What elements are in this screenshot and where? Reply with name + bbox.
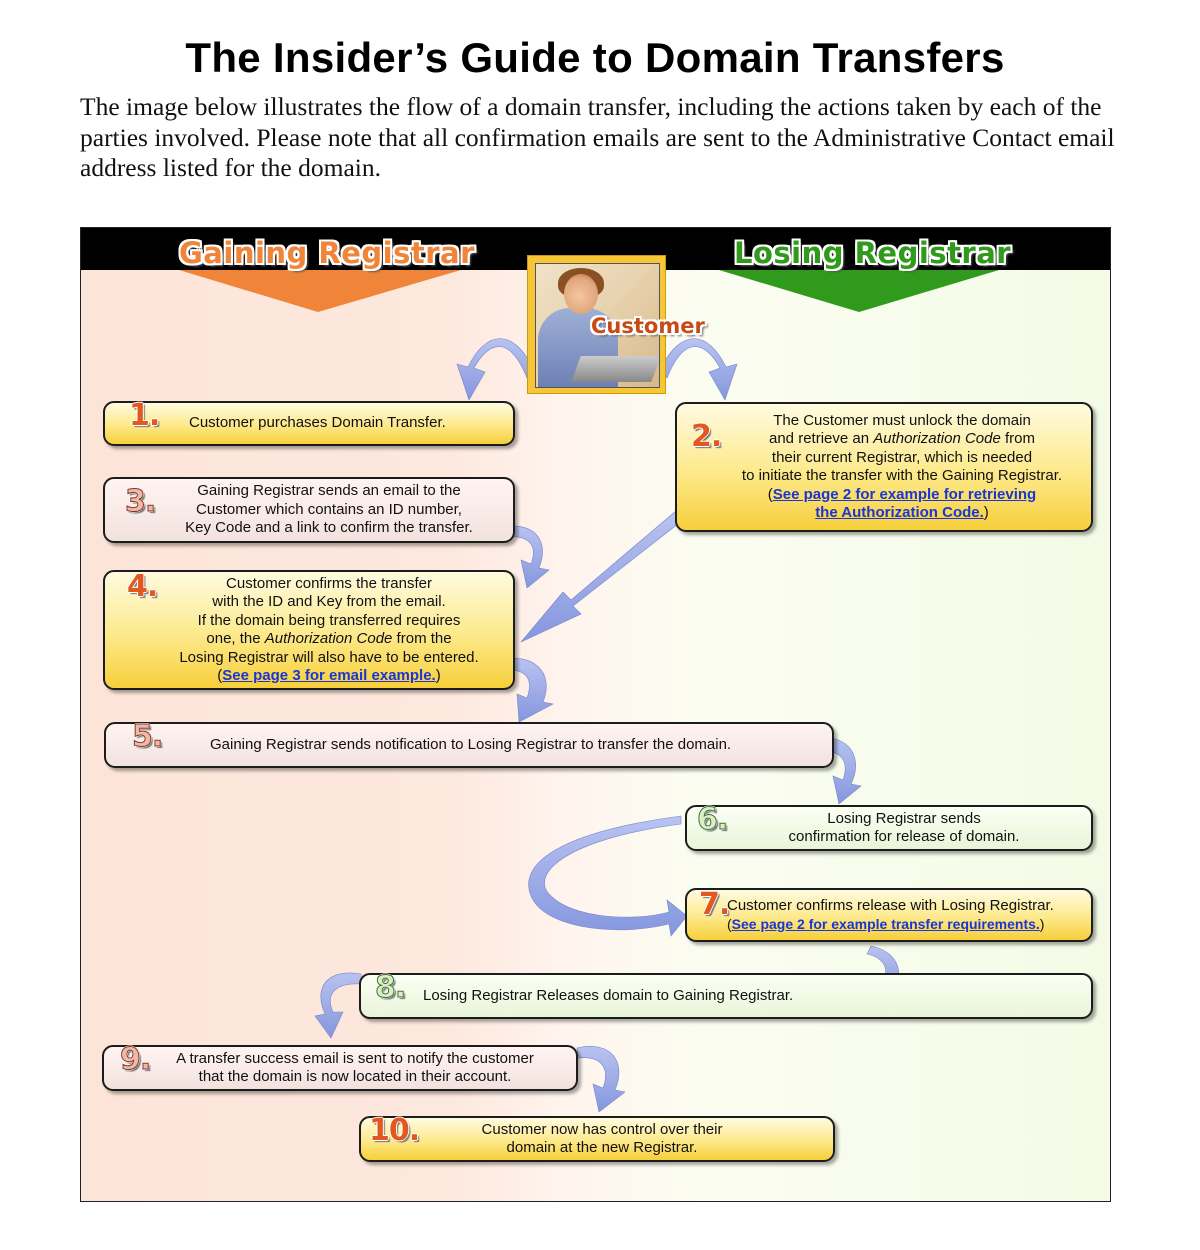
- losing-registrar-heading: Losing Registrar: [734, 236, 1012, 270]
- step-7-box: 7. Customer confirms release with Losing…: [685, 888, 1093, 942]
- retrieve-auth-code-link[interactable]: See page 2 for example for retrieving: [772, 485, 1037, 503]
- step-1-box: 1. Customer purchases Domain Transfer.: [103, 401, 515, 446]
- retrieve-auth-code-link-cont[interactable]: the Authorization Code.: [815, 504, 984, 521]
- step-number: 8.: [374, 970, 406, 1005]
- arrow-step9-to-step10: [576, 1046, 626, 1113]
- step-number: 3.: [124, 484, 156, 519]
- step-text: Losing Registrar Releases domain to Gain…: [423, 986, 794, 1004]
- step-number: 9.: [119, 1042, 151, 1077]
- step-number: 5.: [131, 719, 163, 754]
- step-text: Customer purchases Domain Transfer.: [189, 414, 446, 432]
- arrow-step8-to-step9: [314, 972, 364, 1039]
- email-example-link[interactable]: See page 3 for email example.: [222, 667, 436, 684]
- arrow-layer: [179, 270, 999, 1113]
- step-4-box: 4. Customer confirms the transfer with t…: [103, 570, 515, 690]
- step-text: Customer confirms release with Losing Re…: [727, 896, 1054, 933]
- step-6-box: 6. Losing Registrar sends confirmation f…: [685, 802, 1093, 851]
- transfer-requirements-link[interactable]: See page 2 for example transfer requirem…: [731, 916, 1040, 932]
- step-text: Customer confirms the transfer with the …: [179, 574, 479, 685]
- gaining-registrar-heading: Gaining Registrar: [179, 236, 475, 270]
- step-10-box: 10. Customer now has control over their …: [359, 1116, 835, 1162]
- arrow-step2-to-step4: [520, 509, 684, 643]
- step-text: A transfer success email is sent to noti…: [176, 1049, 534, 1086]
- arrow-step3-to-step4: [498, 525, 550, 589]
- step-3-box: 3. Gaining Registrar sends an email to t…: [103, 477, 515, 543]
- arrow-customer-to-step1: [456, 338, 534, 401]
- step-text: Customer now has control over their doma…: [481, 1120, 723, 1157]
- step-number: 10.: [369, 1113, 420, 1148]
- step-number: 4.: [127, 569, 158, 604]
- step-number: 7.: [699, 887, 730, 922]
- step-2-box: 2. The Customer must unlock the domain a…: [675, 402, 1093, 532]
- step-text: Gaining Registrar sends an email to the …: [185, 482, 473, 537]
- step-text: The Customer must unlock the domain and …: [741, 411, 1063, 522]
- step-number: 2.: [691, 419, 722, 454]
- customer-photo: [535, 263, 660, 388]
- step-number: 6.: [696, 802, 728, 837]
- arrow-customer-to-step2: [660, 338, 738, 401]
- step-8-box: 8. Losing Registrar Releases domain to G…: [359, 970, 1093, 1019]
- customer-label: Customer: [591, 314, 705, 338]
- customer-photo-frame: [527, 255, 666, 394]
- arrow-step6-to-step7: [528, 815, 688, 937]
- arrow-step4-to-step5: [498, 658, 554, 723]
- step-number: 1.: [129, 398, 160, 433]
- step-5-box: 5. Gaining Registrar sends notification …: [104, 719, 834, 768]
- transfer-flow-diagram: Gaining Registrar Losing Registrar Custo…: [80, 227, 1111, 1202]
- step-text: Losing Registrar sends confirmation for …: [788, 809, 1020, 846]
- step-text: Gaining Registrar sends notification to …: [210, 735, 732, 753]
- intro-paragraph: The image below illustrates the flow of …: [80, 92, 1115, 182]
- losing-chevron: [719, 270, 999, 312]
- step-9-box: 9. A transfer success email is sent to n…: [102, 1042, 578, 1091]
- document-title: The Insider’s Guide to Domain Transfers: [185, 34, 1005, 81]
- gaining-chevron: [179, 270, 461, 312]
